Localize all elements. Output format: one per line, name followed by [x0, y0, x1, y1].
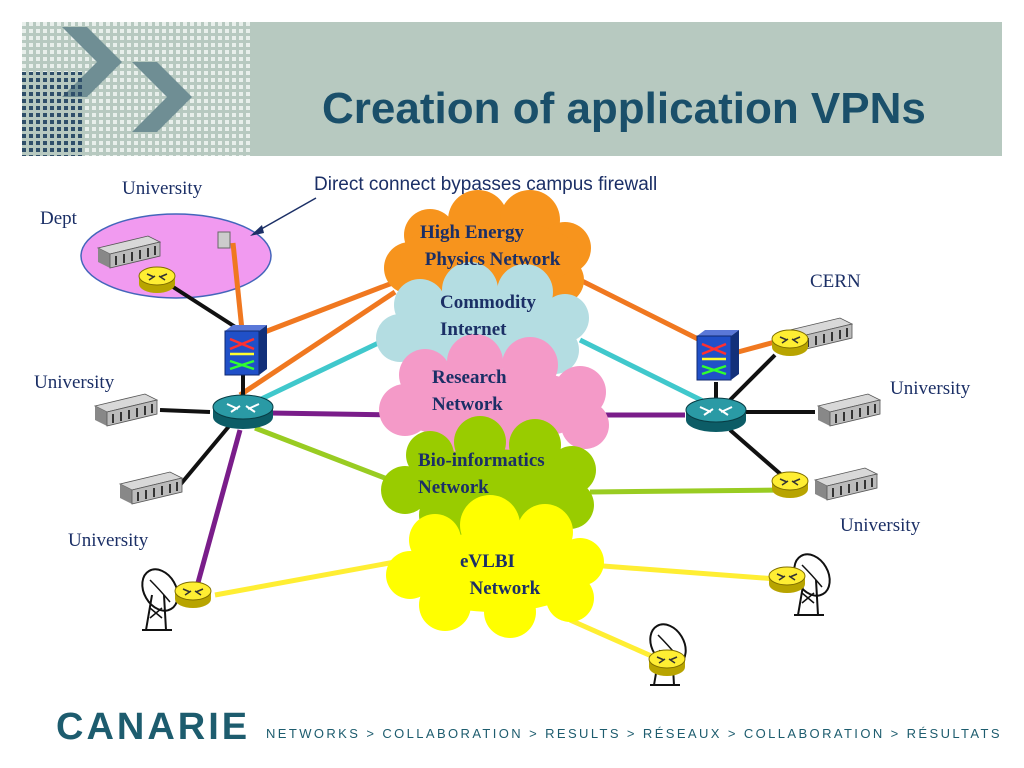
cloud-label-bio: Bio-informatics Network	[418, 450, 545, 498]
right-dish-router-icon	[768, 566, 806, 594]
left-core-router-icon	[212, 394, 274, 430]
header-pattern	[22, 22, 252, 156]
right-bottom-building-icon	[814, 467, 878, 501]
firewall-icon	[217, 231, 231, 249]
canarie-logo: CANARIE	[56, 706, 251, 748]
label-university-right-mid: University	[890, 378, 971, 399]
right-switch-icon	[695, 328, 741, 382]
network-diagram	[80, 190, 881, 686]
annotation-arrow	[250, 197, 317, 236]
header-banner: Creation of application VPNs	[22, 22, 1002, 156]
bottom-dish-router-icon	[648, 649, 686, 677]
label-university-left-mid: University	[34, 372, 115, 393]
right-core-router-icon	[685, 397, 747, 433]
label-university-left-bottom: University	[68, 530, 149, 551]
cloud-label-hep: High Energy Physics Network	[420, 222, 561, 270]
connection-lines	[159, 242, 815, 665]
left-mid-building-icon	[94, 393, 158, 427]
right-bottom-router-icon	[771, 471, 809, 499]
cloud-evlbi	[386, 495, 604, 638]
left-switch-icon	[223, 323, 269, 377]
dept-router-icon	[138, 266, 176, 294]
cern-router-icon	[771, 329, 809, 357]
cloud-label-research: Research Network	[432, 367, 507, 415]
page-title: Creation of application VPNs	[322, 84, 926, 133]
left-bottom-building-icon	[119, 471, 183, 505]
label-cern: CERN	[810, 271, 861, 292]
cloud-label-evlbi: eVLBI Network	[460, 551, 541, 599]
label-university-top: University	[122, 178, 203, 199]
left-dish-router-icon	[174, 581, 212, 609]
right-mid-building-icon	[817, 393, 881, 427]
annotation-text: Direct connect bypasses campus firewall	[314, 174, 658, 195]
label-university-right-bottom: University	[840, 515, 921, 536]
footer-tagline: NETWORKS > COLLABORATION > RESULTS > RÉS…	[266, 726, 1002, 741]
label-dept: Dept	[40, 208, 77, 229]
cloud-label-commodity: Commodity Internet	[440, 292, 537, 340]
